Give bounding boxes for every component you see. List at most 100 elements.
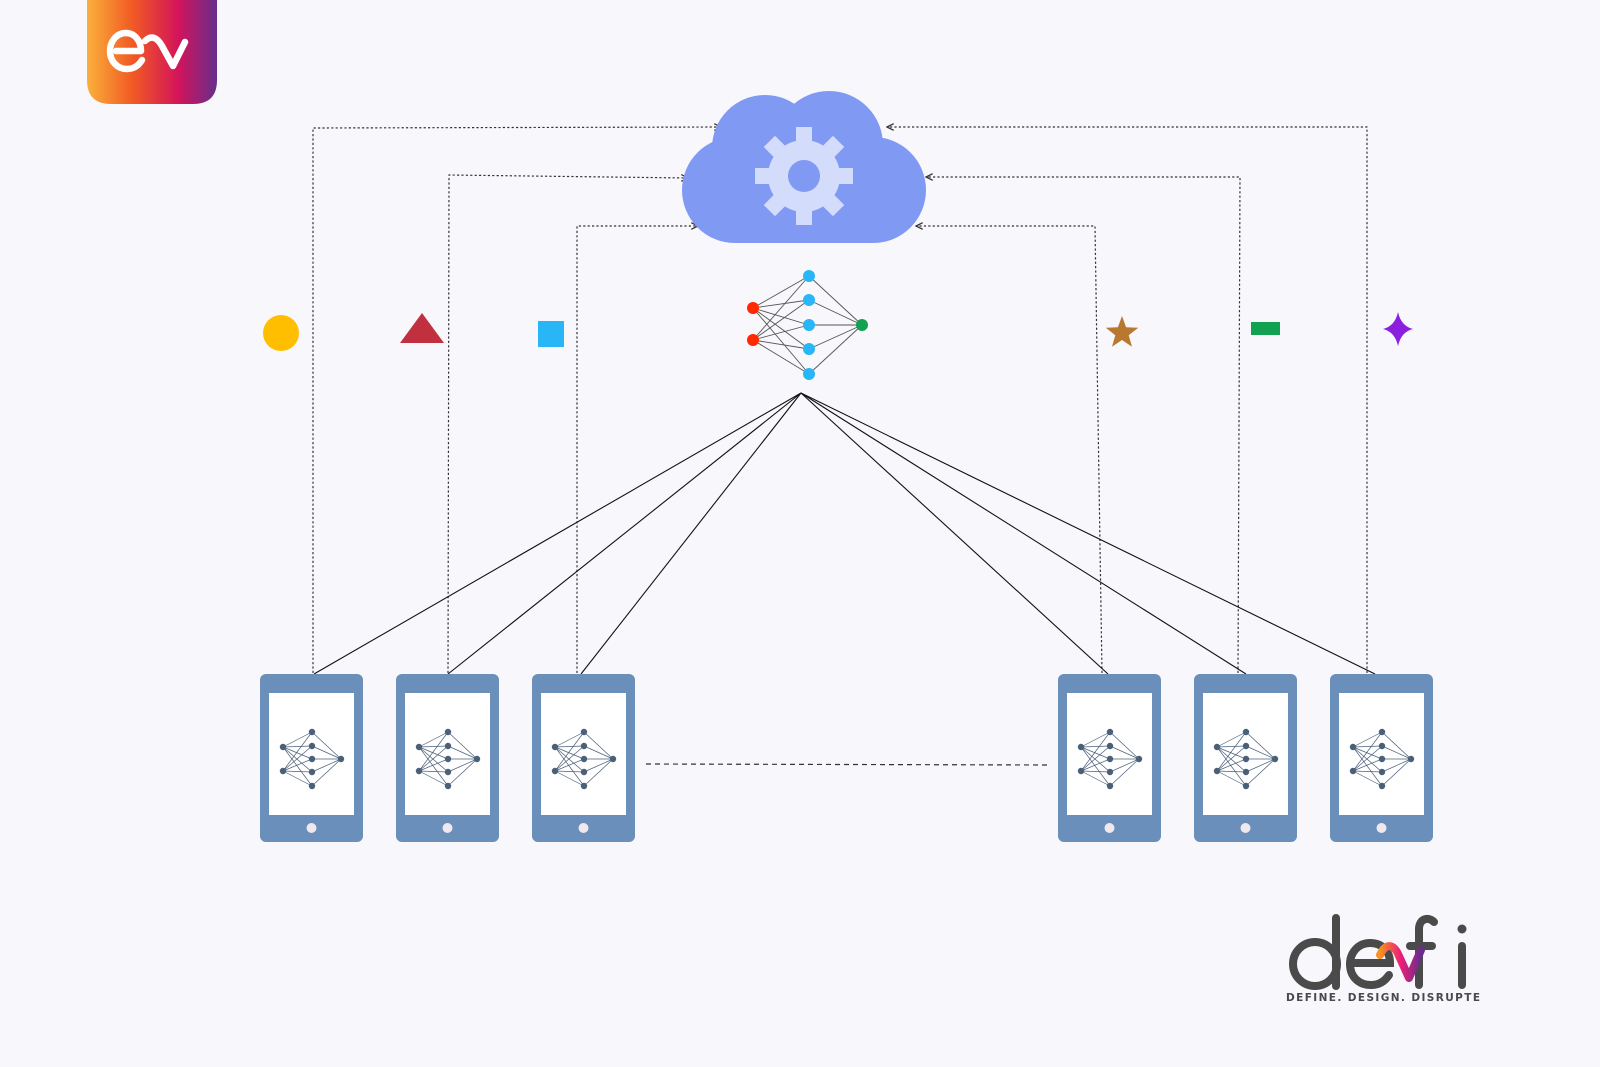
cloud-server xyxy=(682,91,926,243)
star-marker-icon xyxy=(1105,316,1139,347)
model-distribution-lines xyxy=(313,392,1376,675)
hidden-node xyxy=(803,319,815,331)
network-node xyxy=(1106,768,1114,776)
network-node xyxy=(1378,782,1386,790)
network-node xyxy=(444,768,452,776)
network-node xyxy=(308,728,316,736)
network-node xyxy=(1378,742,1386,750)
update-markers xyxy=(263,312,1413,351)
network-node xyxy=(1213,743,1221,751)
home-button xyxy=(578,823,589,833)
client-device-6 xyxy=(1330,674,1433,842)
network-node xyxy=(580,782,588,790)
distribution-line-client-6 xyxy=(800,392,1376,675)
client-device-3 xyxy=(532,674,635,842)
neural-network-icon xyxy=(1077,728,1143,790)
distribution-line-client-4 xyxy=(800,392,1109,675)
network-node xyxy=(415,767,423,775)
network-node xyxy=(279,767,287,775)
network-node xyxy=(337,755,345,763)
home-button xyxy=(306,823,317,833)
brand-tagline: DEFINE. DESIGN. DISRUPTE xyxy=(1286,992,1482,1004)
company-logo-wordmark xyxy=(1289,914,1467,990)
network-node xyxy=(1077,743,1085,751)
network-node xyxy=(1213,767,1221,775)
hidden-node xyxy=(803,343,815,355)
upload-arrow-client-4 xyxy=(916,226,1103,674)
network-node xyxy=(1106,742,1114,750)
hidden-node xyxy=(803,368,815,380)
network-node xyxy=(308,742,316,750)
client-devices xyxy=(260,674,1433,842)
square-marker-icon xyxy=(538,321,564,347)
output-node xyxy=(856,319,868,331)
home-button xyxy=(1376,823,1387,833)
distribution-line-client-1 xyxy=(313,392,802,675)
network-node xyxy=(473,755,481,763)
neural-network-icon xyxy=(551,728,617,790)
network-node xyxy=(580,728,588,736)
network-node xyxy=(580,768,588,776)
upload-arrow-client-6 xyxy=(887,127,1368,673)
network-node xyxy=(1349,743,1357,751)
input-node xyxy=(747,302,759,314)
network-node xyxy=(279,743,287,751)
neural-network-icon xyxy=(279,728,345,790)
network-node xyxy=(1242,728,1250,736)
distribution-line-client-3 xyxy=(580,392,802,675)
network-node xyxy=(609,755,617,763)
phone-screen xyxy=(541,693,626,815)
network-node xyxy=(1077,767,1085,775)
home-button xyxy=(1104,823,1115,833)
network-node xyxy=(1242,755,1250,763)
network-node xyxy=(1106,755,1114,763)
update-upload-arrows xyxy=(312,127,1368,674)
client-device-1 xyxy=(260,674,363,842)
network-node xyxy=(1242,768,1250,776)
network-node xyxy=(580,742,588,750)
network-node xyxy=(444,755,452,763)
phone-screen xyxy=(1203,693,1288,815)
bar-marker-icon xyxy=(1251,322,1280,335)
network-node xyxy=(444,782,452,790)
network-node xyxy=(1106,782,1114,790)
neural-network-icon xyxy=(1213,728,1279,790)
upload-arrow-client-2 xyxy=(447,175,688,674)
client-device-2 xyxy=(396,674,499,842)
network-node xyxy=(580,755,588,763)
triangle-marker-icon xyxy=(400,313,444,343)
phone-screen xyxy=(405,693,490,815)
gear-icon xyxy=(755,127,853,225)
network-node xyxy=(1378,755,1386,763)
phone-screen xyxy=(1339,693,1424,815)
upload-arrow-client-1 xyxy=(312,127,721,673)
company-logo xyxy=(1289,914,1467,990)
network-node xyxy=(1242,742,1250,750)
network-node xyxy=(1271,755,1279,763)
network-node xyxy=(444,728,452,736)
hidden-node xyxy=(803,270,815,282)
client-device-4 xyxy=(1058,674,1161,842)
distribution-line-client-5 xyxy=(800,392,1247,675)
network-node xyxy=(308,768,316,776)
phone-screen xyxy=(269,693,354,815)
sparkle-marker-icon xyxy=(1383,312,1413,346)
phone-screen xyxy=(1067,693,1152,815)
home-button xyxy=(1240,823,1251,833)
network-node xyxy=(551,743,559,751)
network-node xyxy=(1378,768,1386,776)
network-node xyxy=(1349,767,1357,775)
global-model-neural-network-icon xyxy=(747,270,868,380)
input-node xyxy=(747,334,759,346)
network-node xyxy=(1242,782,1250,790)
network-node xyxy=(1106,728,1114,736)
network-node xyxy=(308,782,316,790)
neural-network-icon xyxy=(1349,728,1415,790)
upload-arrow-client-3 xyxy=(576,226,698,673)
network-node xyxy=(308,755,316,763)
omitted-clients-dashed-connector xyxy=(645,763,1051,766)
network-node xyxy=(551,767,559,775)
neural-network-icon xyxy=(415,728,481,790)
app-logo xyxy=(87,0,217,104)
app-logo-mark-icon xyxy=(106,29,189,73)
